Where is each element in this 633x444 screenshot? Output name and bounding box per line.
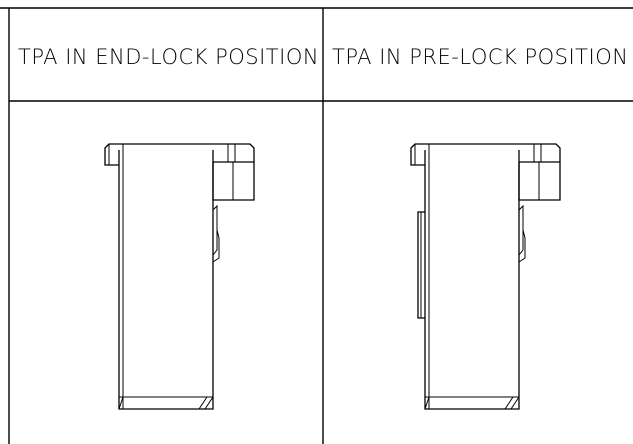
header-pre-lock-label: TPA IN PRE-LOCK POSITION <box>332 45 628 69</box>
tpa-end-lock-drawing-icon <box>104 143 255 410</box>
table-grid <box>0 7 633 444</box>
tpa-pre-lock-drawing-icon <box>410 143 561 410</box>
header-end-lock-label: TPA IN END-LOCK POSITION <box>18 45 319 69</box>
